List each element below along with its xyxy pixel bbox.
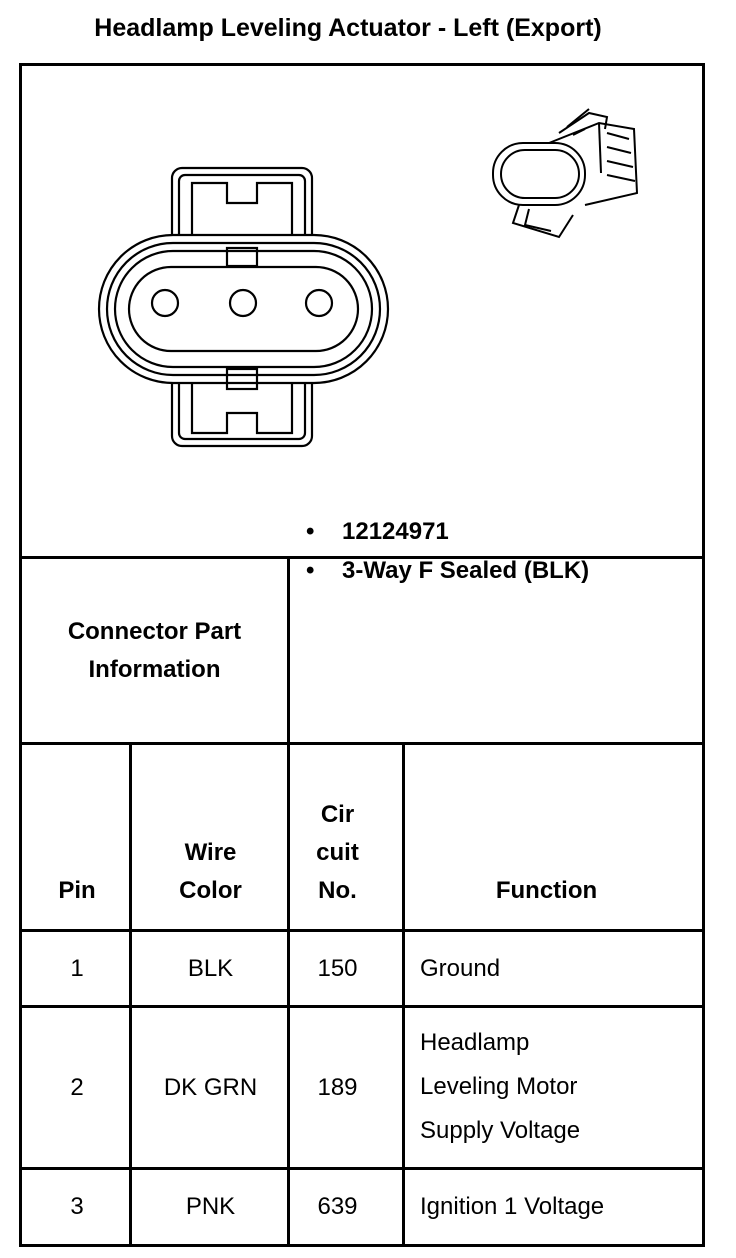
header-wire-color: Wire Color bbox=[132, 834, 289, 910]
connector-part-info-line2: Information bbox=[88, 655, 221, 683]
row3-wire-color: PNK bbox=[185, 1193, 236, 1220]
border-right bbox=[702, 63, 705, 1247]
divider-info-bottom bbox=[19, 742, 705, 745]
divider-image-bottom bbox=[19, 556, 705, 559]
row1-wire-color: BLK bbox=[187, 954, 234, 982]
divider-col-function bbox=[402, 742, 405, 1245]
divider-row2-bottom bbox=[19, 1167, 705, 1170]
divider-col-circuit bbox=[287, 556, 290, 1245]
bullet-dot: • bbox=[306, 517, 315, 545]
connector-sheet: Connector Part Information bbox=[19, 63, 705, 1247]
header-wire-color-line2: Color bbox=[179, 877, 242, 904]
page-title: Headlamp Leveling Actuator - Left (Expor… bbox=[94, 14, 602, 42]
border-top bbox=[19, 63, 705, 66]
header-circuit-line1: Cir bbox=[320, 801, 355, 828]
header-circuit-line2: cuit bbox=[316, 839, 359, 866]
divider-col-pin bbox=[129, 742, 132, 1245]
row2-function-line3: Supply Voltage bbox=[420, 1117, 581, 1144]
bullet-item: • 12124971 bbox=[286, 512, 589, 551]
row2-circuit: 189 bbox=[317, 1073, 358, 1101]
header-circuit: Cir cuit No. bbox=[290, 796, 385, 910]
header-pin: Pin bbox=[58, 877, 96, 904]
header-function: Function bbox=[495, 877, 598, 904]
row2-pin: 2 bbox=[70, 1073, 84, 1101]
connector-bullet-list: • 12124971 • 3-Way F Sealed (BLK) bbox=[286, 512, 589, 590]
divider-row1-bottom bbox=[19, 1005, 705, 1008]
row1-pin: 1 bbox=[70, 954, 84, 982]
part-number: 12124971 bbox=[342, 517, 449, 545]
connector-face-drawing bbox=[97, 166, 390, 448]
row2-function: Headlamp Leveling Motor Supply Voltage bbox=[420, 1021, 700, 1153]
row1-circuit: 150 bbox=[317, 954, 358, 982]
connector-part-info-label: Connector Part Information bbox=[22, 559, 287, 742]
row2-wire-color: DK GRN bbox=[163, 1073, 258, 1101]
row2-function-line2: Leveling Motor bbox=[420, 1073, 578, 1100]
border-left bbox=[19, 63, 22, 1247]
divider-header-bottom bbox=[19, 929, 705, 932]
row3-pin: 3 bbox=[70, 1193, 84, 1220]
row3-circuit: 639 bbox=[317, 1193, 358, 1220]
bullet-item: • 3-Way F Sealed (BLK) bbox=[286, 551, 589, 590]
bullet-dot: • bbox=[306, 556, 315, 584]
row3-function: Ignition 1 Voltage bbox=[420, 1193, 605, 1220]
border-bottom bbox=[19, 1244, 705, 1247]
connector-perspective-drawing bbox=[492, 108, 639, 239]
connector-description: 3-Way F Sealed (BLK) bbox=[342, 556, 590, 584]
header-circuit-line3: No. bbox=[318, 877, 357, 904]
header-wire-color-line1: Wire bbox=[184, 839, 237, 866]
row1-function: Ground bbox=[420, 954, 501, 982]
row2-function-line1: Headlamp bbox=[420, 1029, 530, 1056]
connector-part-info-line1: Connector Part bbox=[67, 617, 242, 645]
